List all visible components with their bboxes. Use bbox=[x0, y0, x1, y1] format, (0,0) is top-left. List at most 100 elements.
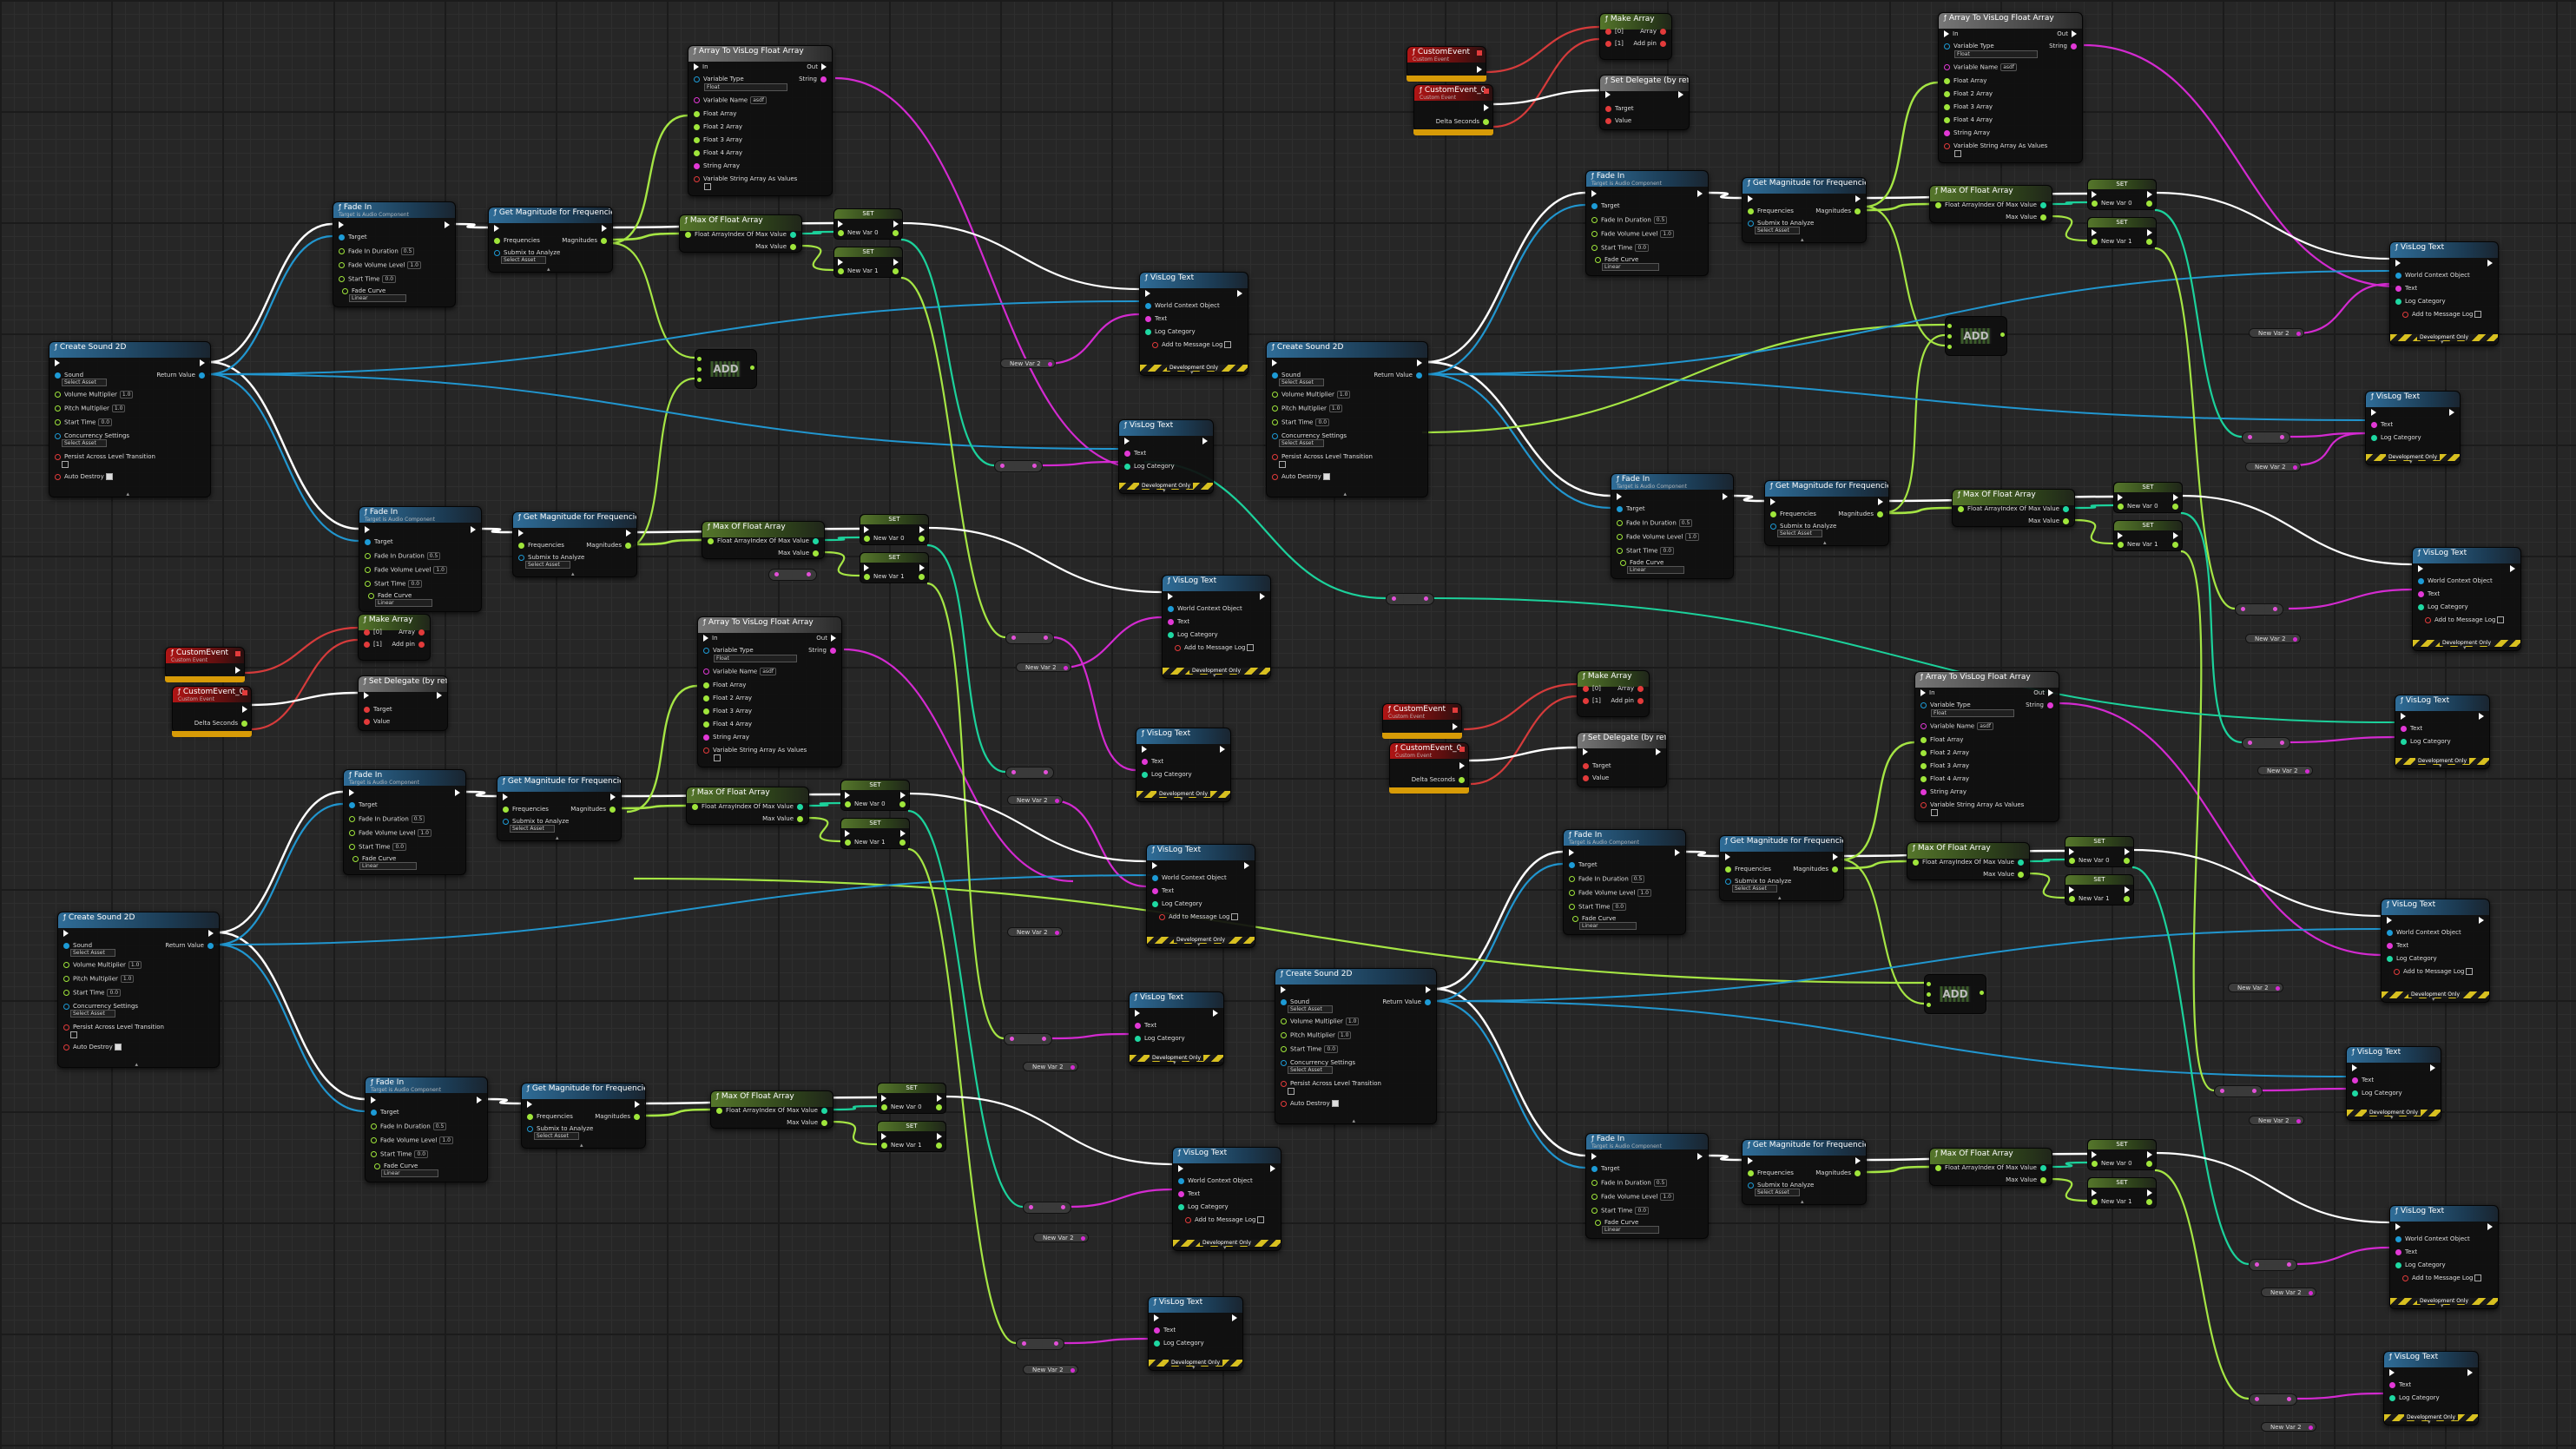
data-pin-icon[interactable] bbox=[694, 136, 700, 143]
pin-target[interactable]: Target bbox=[365, 538, 393, 546]
add-input-pin-icon[interactable] bbox=[697, 367, 702, 372]
data-pin-icon[interactable] bbox=[494, 249, 500, 256]
data-pin-icon[interactable] bbox=[2371, 434, 2377, 441]
pin-world_context[interactable]: World Context Object bbox=[2395, 272, 2470, 280]
pin-exec[interactable] bbox=[1267, 1165, 1275, 1173]
pin-index_of_max[interactable]: Index Of Max Value bbox=[750, 537, 819, 545]
pin-d[interactable] bbox=[932, 1103, 942, 1111]
data-pin-icon[interactable] bbox=[1595, 256, 1601, 263]
pin-float_array[interactable]: Float Array bbox=[1958, 505, 2000, 513]
data-pin-icon[interactable] bbox=[1935, 1164, 1941, 1171]
data-pin-icon[interactable] bbox=[821, 1119, 827, 1126]
exec-pin-icon[interactable] bbox=[1770, 498, 1776, 505]
exec-pin-icon[interactable] bbox=[1855, 195, 1861, 202]
data-pin-icon[interactable] bbox=[919, 535, 925, 542]
data-pin-icon[interactable] bbox=[703, 669, 709, 675]
data-pin-icon[interactable] bbox=[1591, 245, 1598, 251]
exec-pin-icon[interactable] bbox=[437, 692, 442, 699]
variable-getter-node[interactable]: New Var 2 bbox=[1000, 359, 1056, 368]
sound-asset-picker[interactable]: Select Asset bbox=[1286, 1005, 1333, 1013]
data-pin-icon[interactable] bbox=[1272, 419, 1278, 425]
data-pin-icon[interactable] bbox=[2092, 1198, 2098, 1205]
pin-exec[interactable] bbox=[1748, 195, 1756, 203]
checkbox[interactable] bbox=[1224, 341, 1232, 348]
delegate-output-pin[interactable] bbox=[1484, 89, 1489, 96]
pin-fade_curve[interactable]: Fade Curve bbox=[1572, 915, 1616, 923]
data-pin-icon[interactable] bbox=[518, 542, 524, 549]
value-field[interactable]: 1.0 bbox=[119, 391, 134, 398]
concurrency-dropdown[interactable]: Select Asset bbox=[62, 439, 107, 447]
checkbox[interactable] bbox=[704, 183, 711, 190]
checkbox[interactable] bbox=[714, 754, 721, 761]
pin-new_var_1[interactable]: New Var 1 bbox=[864, 573, 905, 581]
pin-world_context[interactable]: World Context Object bbox=[1145, 302, 1220, 310]
collapse-arrow-icon[interactable]: ▾ bbox=[1223, 1244, 1227, 1251]
exec-pin-icon[interactable] bbox=[1477, 66, 1482, 73]
pin-idx0[interactable]: [0] bbox=[1605, 28, 1624, 36]
data-pin-icon[interactable] bbox=[364, 641, 370, 648]
data-pin-icon[interactable] bbox=[371, 1123, 377, 1130]
data-pin-icon[interactable] bbox=[1620, 559, 1626, 566]
exec-pin-icon[interactable] bbox=[2395, 1223, 2401, 1230]
data-pin-icon[interactable] bbox=[2402, 1274, 2408, 1281]
value-field[interactable]: 0.0 bbox=[392, 843, 407, 851]
data-pin-icon[interactable] bbox=[2018, 871, 2024, 878]
pin-exec[interactable] bbox=[518, 530, 527, 537]
pin-sound[interactable]: Sound bbox=[63, 942, 92, 950]
pin-concurrency_settings[interactable]: Concurrency Settings bbox=[1281, 1059, 1355, 1067]
pin-exec[interactable] bbox=[55, 359, 63, 367]
asset-dropdown[interactable]: Select Asset bbox=[70, 949, 115, 957]
pin-exec[interactable] bbox=[1473, 66, 1482, 74]
data-pin-icon[interactable] bbox=[1281, 1018, 1287, 1024]
pin-exec[interactable] bbox=[1694, 190, 1703, 198]
delegate-output-pin[interactable] bbox=[1459, 747, 1465, 754]
value-field[interactable]: 0.5 bbox=[1653, 216, 1668, 224]
exec-pin-icon[interactable] bbox=[937, 1095, 942, 1102]
pin-world_context[interactable]: World Context Object bbox=[1152, 874, 1227, 882]
pin-target[interactable]: Target bbox=[349, 801, 378, 809]
data-pin-icon[interactable] bbox=[418, 641, 425, 648]
pin-exec[interactable] bbox=[2475, 917, 2484, 925]
collapse-arrow-icon[interactable]: ▴ bbox=[1801, 236, 1804, 243]
pin-magnitudes[interactable]: Magnitudes bbox=[1815, 207, 1861, 215]
data-pin-icon[interactable] bbox=[703, 695, 709, 701]
pin-concurrency_settings[interactable]: Concurrency Settings bbox=[1272, 432, 1347, 440]
data-pin-icon[interactable] bbox=[349, 816, 355, 822]
data-pin-icon[interactable] bbox=[2146, 1198, 2152, 1205]
value-field[interactable]: 0.5 bbox=[432, 1123, 447, 1130]
exec-pin-icon[interactable] bbox=[503, 794, 508, 800]
pin-exec[interactable] bbox=[2118, 494, 2126, 502]
exec-pin-icon[interactable] bbox=[2510, 565, 2515, 572]
data-pin-icon[interactable] bbox=[339, 276, 345, 282]
exec-pin-icon[interactable] bbox=[2147, 1189, 2152, 1196]
data-pin-icon[interactable] bbox=[893, 267, 899, 274]
exec-pin-icon[interactable] bbox=[1484, 104, 1489, 111]
pin-string_array[interactable]: String Array bbox=[1944, 129, 1990, 137]
exec-pin-icon[interactable] bbox=[845, 792, 850, 799]
checkbox[interactable] bbox=[1288, 1088, 1295, 1095]
sound-asset-picker[interactable]: Select Asset bbox=[69, 949, 115, 957]
collapse-arrow-icon[interactable]: ▴ bbox=[1778, 894, 1782, 901]
data-pin-icon[interactable] bbox=[1770, 523, 1776, 530]
collapse-arrow-icon[interactable]: ▴ bbox=[126, 491, 130, 497]
pin-text[interactable]: Text bbox=[2418, 590, 2440, 598]
data-pin-icon[interactable] bbox=[1583, 774, 1589, 781]
reroute-node[interactable] bbox=[2235, 603, 2283, 616]
exec-pin-icon[interactable] bbox=[1260, 593, 1265, 600]
pin-new_var_0[interactable]: New Var 0 bbox=[2069, 857, 2110, 865]
pin-d[interactable] bbox=[932, 1142, 942, 1149]
pin-world_context[interactable]: World Context Object bbox=[1168, 605, 1242, 613]
checkbox[interactable] bbox=[1247, 644, 1255, 651]
reroute-node[interactable] bbox=[1023, 1202, 1071, 1214]
reroute-in-icon[interactable] bbox=[2255, 1262, 2259, 1267]
pin-exec[interactable] bbox=[339, 221, 347, 229]
